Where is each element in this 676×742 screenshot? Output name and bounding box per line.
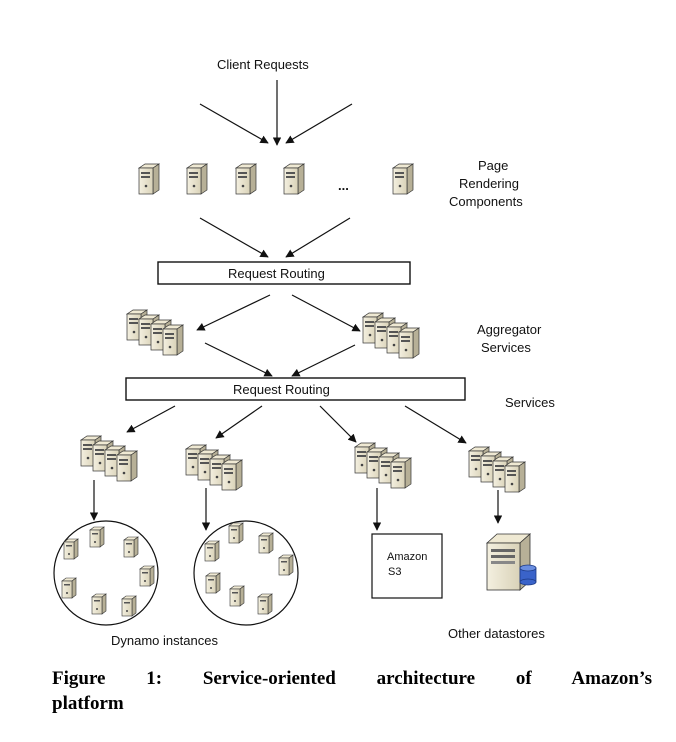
services-label: Services <box>505 395 555 410</box>
arrow-routing1-left <box>196 294 271 331</box>
request-routing-box-2 <box>125 377 466 401</box>
page-rendering-servers <box>138 163 414 195</box>
arrow-routing2-svc3 <box>319 405 357 443</box>
arrow-routing2-svc4 <box>404 405 467 444</box>
service-cluster-1 <box>81 436 137 481</box>
arrow-agg-right-down <box>291 344 356 377</box>
request-routing-label-1: Request Routing <box>228 266 325 281</box>
arrow-agg-left-down <box>204 342 273 377</box>
amazon-s3-box <box>371 533 443 599</box>
arrow-routing2-svc2 <box>215 405 263 439</box>
aggregator-cluster-right <box>363 313 419 358</box>
page-rendering-label-2: Rendering <box>459 176 519 191</box>
dynamo-ring-2 <box>193 520 299 626</box>
service-cluster-3 <box>355 443 411 488</box>
dynamo-instances-label: Dynamo instances <box>111 633 218 648</box>
service-cluster-2 <box>186 445 242 490</box>
amazon-s3-label-2: S3 <box>388 566 401 578</box>
aggregator-label-1: Aggregator <box>477 322 542 337</box>
aggregator-label-2: Services <box>481 340 531 355</box>
figure-caption-line-1: Figure 1: Service-oriented architecture … <box>52 668 652 689</box>
dynamo-ring-1 <box>53 520 159 626</box>
client-requests-label: Client Requests <box>217 57 309 72</box>
arrow-client-right <box>285 103 353 144</box>
arrow-render-left <box>199 217 269 258</box>
other-datastores-label: Other datastores <box>448 626 545 641</box>
ellipsis-label: ... <box>338 178 349 193</box>
database-icon <box>519 564 537 586</box>
request-routing-box-1 <box>157 261 411 285</box>
arrow-routing1-right <box>291 294 361 332</box>
page-rendering-label-1: Page <box>478 158 508 173</box>
amazon-s3-label-1: Amazon <box>387 551 427 563</box>
request-routing-label-2: Request Routing <box>233 382 330 397</box>
arrow-client-left <box>199 103 269 144</box>
aggregator-cluster-left <box>127 310 183 355</box>
arrow-render-right <box>285 217 351 258</box>
page-rendering-label-3: Components <box>449 194 523 209</box>
figure-caption-line-2: platform <box>52 693 124 714</box>
arrow-routing2-svc1 <box>126 405 176 433</box>
service-cluster-4 <box>469 447 525 492</box>
